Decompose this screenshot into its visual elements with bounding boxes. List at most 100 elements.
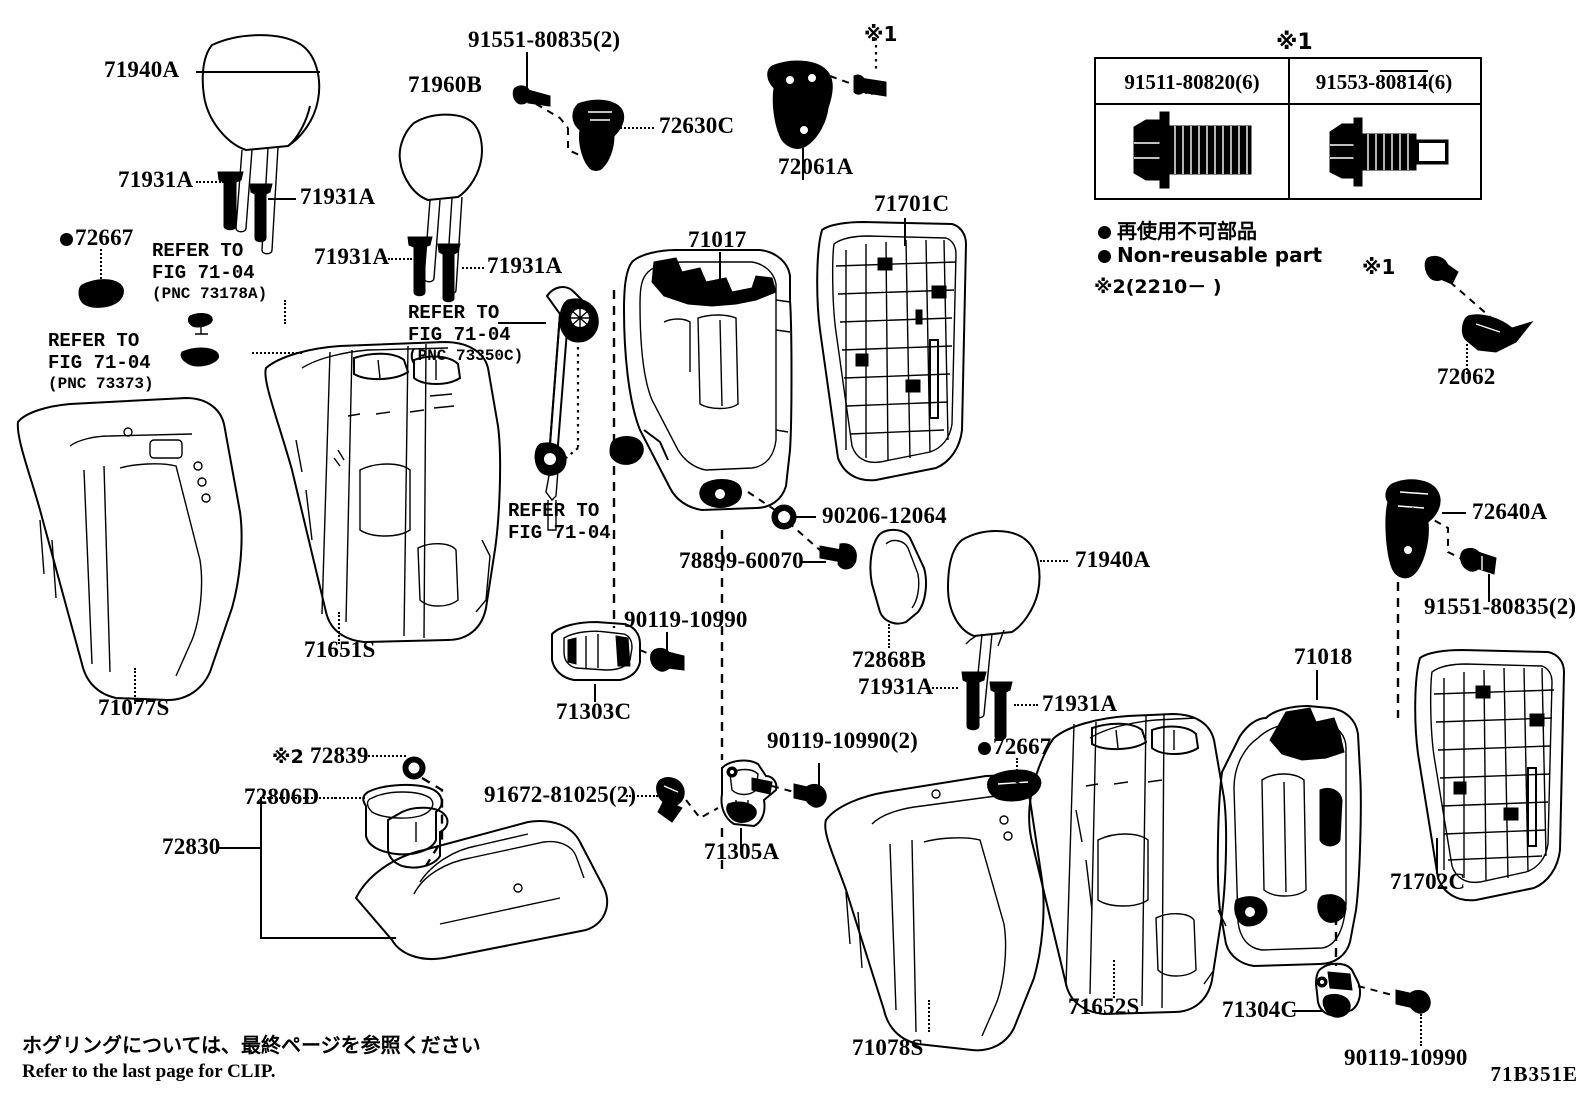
leader-71078s bbox=[928, 1000, 930, 1032]
part-label-72839: ※2 72839 bbox=[272, 743, 369, 768]
refer-line-2: FIG 71-04 bbox=[152, 262, 255, 285]
refer-fig-7104-pnc73178a: REFER TO FIG 71-04 (PNC 73178A) bbox=[152, 240, 267, 304]
leader-91672 bbox=[626, 795, 658, 797]
leader-71931a-6 bbox=[1014, 704, 1038, 706]
part-label-90206-12064: 90206-12064 bbox=[822, 503, 947, 528]
part-label-72640a: 72640A bbox=[1472, 499, 1548, 524]
leader-71018 bbox=[1316, 670, 1318, 700]
refer-line-1: REFER TO bbox=[408, 302, 500, 324]
part-label-71652s: 71652S bbox=[1068, 994, 1140, 1019]
part-label-71940a-right: 71940A bbox=[1075, 547, 1151, 572]
leader-71931a-5 bbox=[928, 687, 958, 689]
bullet-nonreusable-icon-2 bbox=[978, 742, 991, 755]
part-label-72868b: 72868B bbox=[852, 647, 927, 672]
leader-91551-right bbox=[1488, 574, 1490, 602]
part-label-71077s: 71077S bbox=[98, 695, 170, 720]
cover-71651s-illustration bbox=[264, 340, 502, 644]
table-vertical-divider bbox=[1288, 59, 1290, 198]
refer-line-3: (PNC 73178A) bbox=[152, 284, 268, 303]
clip-pnc73178a-illustration bbox=[187, 313, 213, 335]
leader-72667-left bbox=[100, 249, 102, 283]
refer-fig-7104-pnc73350c: REFER TO FIG 71-04 (PNC 73350C) bbox=[408, 302, 523, 366]
assembly-dash-72640a bbox=[1411, 507, 1465, 561]
leader-72061a bbox=[802, 148, 804, 180]
leader-72868b bbox=[888, 624, 890, 648]
hook-72062-illustration bbox=[1461, 314, 1534, 353]
bolt-star1-top-illustration bbox=[853, 74, 887, 97]
leader-90119-mid bbox=[666, 632, 668, 654]
bolt-90119-10990-2-illustration bbox=[793, 783, 827, 808]
leader-71017 bbox=[719, 252, 721, 292]
leader-71304c bbox=[1292, 1010, 1324, 1012]
part-label-71931a-4: 71931A bbox=[487, 253, 563, 278]
part-label-72830: 72830 bbox=[162, 834, 221, 859]
leader-72062 bbox=[1466, 344, 1468, 374]
part-label-71931a-6: 71931A bbox=[1042, 691, 1118, 716]
legend-star-1: ※1 bbox=[1276, 30, 1313, 55]
flange-bolt-short-icon-illustration bbox=[1329, 117, 1449, 187]
refer-line-3: (PNC 73373) bbox=[48, 374, 154, 393]
bolt-91672-81025-illustration bbox=[656, 777, 685, 823]
clip-pnc73373-illustration bbox=[180, 347, 219, 367]
leader-90206 bbox=[794, 516, 816, 518]
bolt-71931a-71960b-pair bbox=[407, 236, 461, 303]
bullet-nonreusable-icon bbox=[60, 233, 73, 246]
refer-fig-7104-belt: REFER TO FIG 71-04 bbox=[508, 500, 611, 545]
assembly-dash-71304c bbox=[1357, 985, 1397, 997]
leader-71931a-3 bbox=[388, 258, 412, 260]
refer-line-2: FIG 71-04 bbox=[408, 324, 511, 347]
part-label-72062: 72062 bbox=[1437, 364, 1496, 389]
part-label-71651s: 71651S bbox=[304, 637, 376, 662]
bullet-nonreusable-legend-icon bbox=[1098, 226, 1111, 239]
part-label-71931a-5: 71931A bbox=[858, 674, 934, 699]
refer-line-1: REFER TO bbox=[48, 330, 140, 352]
assembly-dash-72061a bbox=[829, 75, 853, 85]
leader-71940a-left bbox=[196, 71, 320, 73]
part-label-72061a: 72061A bbox=[778, 154, 854, 179]
leader-71931a-2 bbox=[268, 198, 296, 200]
leader-71701c bbox=[904, 218, 906, 246]
leader-pnc73350c bbox=[498, 322, 546, 324]
bracket-72630c-illustration bbox=[572, 99, 625, 171]
part-label-71305a: 71305A bbox=[704, 839, 780, 864]
leader-star1-right-h bbox=[1380, 70, 1428, 72]
legend-nonreusable-jp: 再使用不可部品 bbox=[1098, 215, 1257, 244]
bolt-91551-80835-top-illustration bbox=[512, 85, 551, 107]
assembly-dash-72630c-bolt bbox=[535, 103, 569, 129]
leader-71651s bbox=[338, 612, 340, 644]
bracket-72640a-illustration bbox=[1385, 479, 1441, 579]
part-label-91672-81025: 91672-81025(2) bbox=[484, 782, 637, 807]
part-label-90119-10990-mid: 90119-10990 bbox=[624, 607, 748, 632]
footer-note-jp: ホグリングについては、最終ページを参照ください bbox=[22, 1033, 481, 1058]
armrest-72830-illustration bbox=[354, 820, 609, 960]
refer-line-2: FIG 71-04 bbox=[508, 522, 611, 545]
assembly-dash-90206 bbox=[747, 491, 779, 513]
part-label-71701c: 71701C bbox=[874, 191, 950, 216]
refer-fig-7104-pnc73373: REFER TO FIG 71-04 (PNC 73373) bbox=[48, 330, 154, 394]
leader-71303c bbox=[594, 684, 596, 702]
part-label-71017: 71017 bbox=[688, 227, 747, 252]
part-label-71078s: 71078S bbox=[852, 1035, 924, 1060]
footer-note: ホグリングについては、最終ページを参照ください Refer to the las… bbox=[22, 1032, 481, 1085]
leader-71077s bbox=[134, 668, 136, 704]
leader-72839 bbox=[368, 755, 406, 757]
part-label-72806d: 72806D bbox=[244, 784, 320, 809]
cushion-71077s-illustration bbox=[16, 396, 243, 702]
refer-line-2: FIG 71-04 bbox=[48, 352, 151, 375]
assembly-dash-90119-2 bbox=[771, 785, 795, 793]
refer-line-1: REFER TO bbox=[152, 240, 244, 262]
leader-72640a bbox=[1442, 512, 1466, 514]
leader-71940a-right bbox=[1040, 560, 1068, 562]
leader-pnc73373 bbox=[252, 352, 302, 354]
assembly-dash-72062 bbox=[1449, 281, 1497, 323]
star-mark-1-right: ※1 bbox=[1362, 255, 1396, 279]
footer-note-en: Refer to the last page for CLIP. bbox=[22, 1061, 276, 1083]
part-label-78899-60070: 78899-60070 bbox=[679, 548, 804, 573]
part-label-72667-right: 72667 bbox=[978, 735, 1052, 758]
part-label-90119-10990-bottom: 90119-10990 bbox=[1344, 1045, 1468, 1070]
leader-90119-2 bbox=[818, 763, 820, 787]
leader-78899 bbox=[800, 561, 826, 563]
part-label-71940a-left: 71940A bbox=[104, 57, 180, 82]
leader-71931a-1 bbox=[196, 181, 224, 183]
